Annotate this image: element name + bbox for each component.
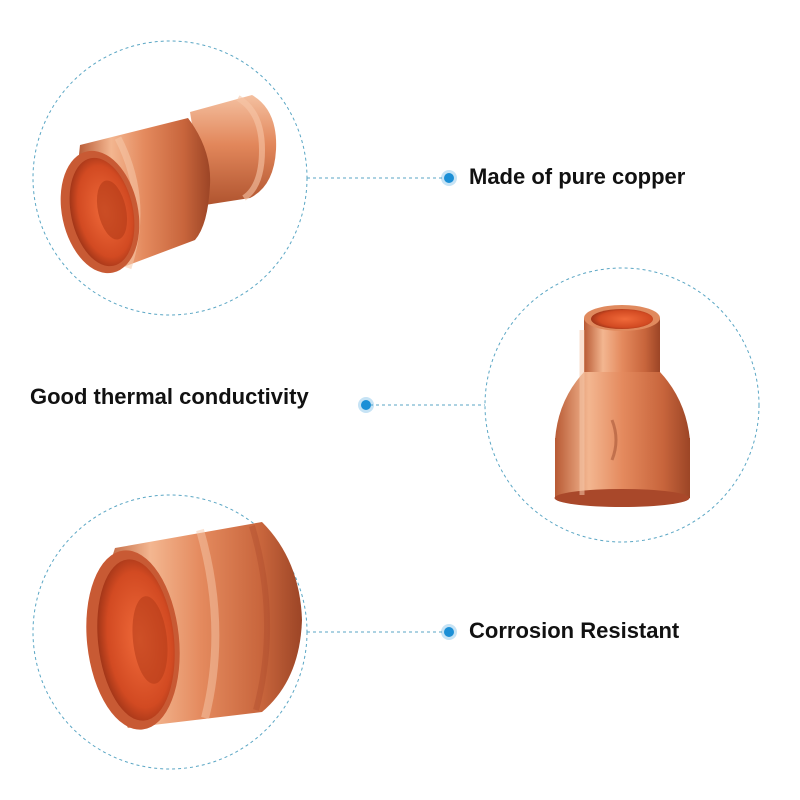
feature-label-thermal-conductivity: Good thermal conductivity	[30, 384, 309, 409]
middle-frame-circle	[484, 267, 760, 543]
copper-reducer-image-middle	[554, 305, 690, 507]
bullet-dot-top	[441, 170, 457, 186]
feature-label-pure-copper: Made of pure copper	[469, 164, 686, 189]
copper-reducer-image-top	[60, 95, 277, 274]
copper-reducer-image-bottom	[86, 522, 302, 730]
bullet-dot-bottom	[441, 624, 457, 640]
bullet-dot-middle	[358, 397, 374, 413]
feature-label-corrosion-resistant: Corrosion Resistant	[469, 618, 680, 643]
